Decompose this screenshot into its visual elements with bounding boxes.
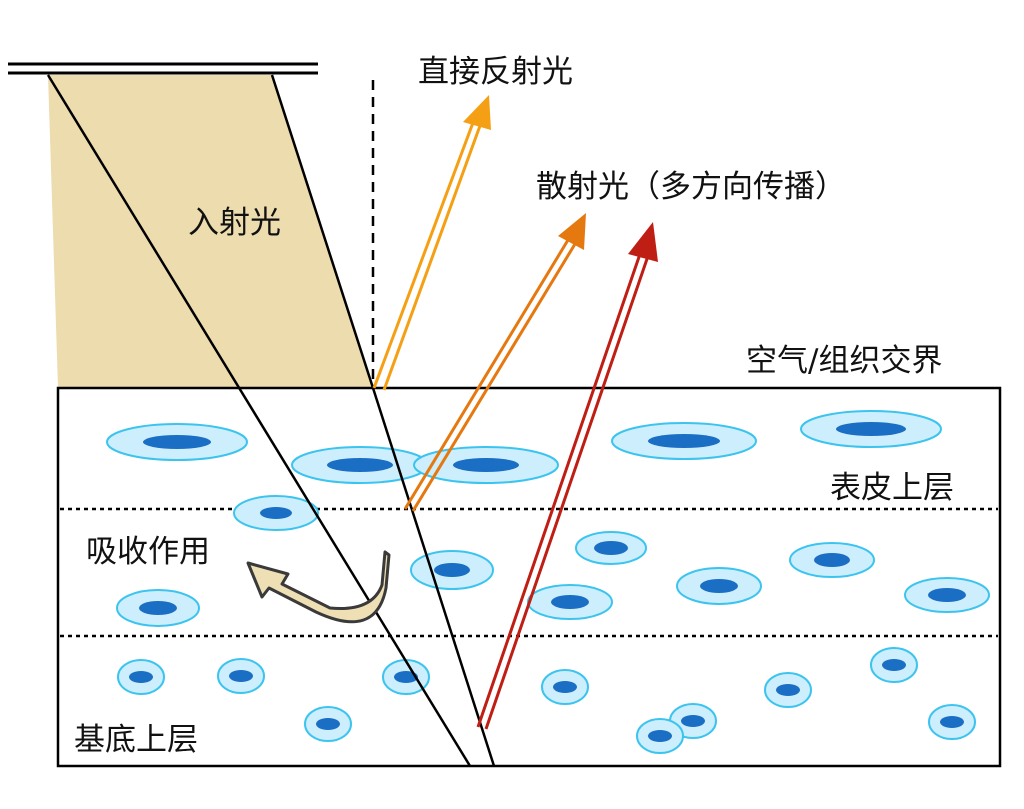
cell [611,422,757,460]
cell-nucleus [551,595,589,609]
cell [904,577,990,613]
cell-nucleus [327,458,393,472]
cell [764,672,812,708]
cell-nucleus [681,715,705,727]
cell-nucleus [648,730,672,742]
label-upper-epidermis: 表皮上层 [830,470,954,506]
label-absorption: 吸收作用 [86,534,210,570]
cell [233,495,319,531]
cell [928,704,976,740]
cell [789,542,875,578]
cell-nucleus [776,684,800,696]
cell-nucleus [594,541,628,555]
cell [217,658,265,694]
cell-nucleus [648,434,720,448]
scattered-arrow-1 [403,213,586,512]
cell-nucleus [139,601,177,615]
cells-group [106,410,990,754]
light-source-icon [8,62,318,75]
cell [304,706,352,742]
cell [676,567,762,605]
cell [800,410,942,448]
cell [116,589,200,627]
cell [413,446,559,484]
cell [291,446,429,484]
label-air-tissue-interface: 空气/组织交界 [746,343,942,379]
cell-nucleus [434,563,470,577]
cell [870,647,918,683]
incident-beam [48,75,373,388]
beam-edge-left [46,74,472,767]
cell-nucleus [260,507,292,519]
cell [636,718,684,754]
cell [106,423,248,461]
cell [117,659,165,695]
refracted-ray [371,387,496,767]
label-direct-reflection: 直接反射光 [418,54,573,90]
cell [575,531,647,565]
curved-arrow-icon [246,550,391,624]
cell-nucleus [553,681,577,693]
label-basal-layer: 基底上层 [74,722,198,758]
cell-nucleus [453,458,519,472]
direct-reflection-arrow [372,95,491,391]
cell-nucleus [836,422,906,436]
cell [410,550,494,590]
cell-nucleus [229,670,253,682]
cell-nucleus [940,716,964,728]
cell-nucleus [316,718,340,730]
cell-nucleus [700,579,738,593]
cell-nucleus [143,435,211,449]
cell [541,669,589,705]
beam-edge-right [270,74,375,389]
scattered-arrow-2 [476,222,658,730]
cell [527,584,613,620]
cell-nucleus [129,671,153,683]
cell [382,659,430,695]
label-incident-light: 入射光 [188,205,281,241]
cell-nucleus [882,659,906,671]
cell-nucleus [814,553,850,567]
cell-nucleus [394,671,418,683]
cell-nucleus [928,588,966,602]
label-scattered-light: 散射光（多方向传播） [536,169,846,205]
